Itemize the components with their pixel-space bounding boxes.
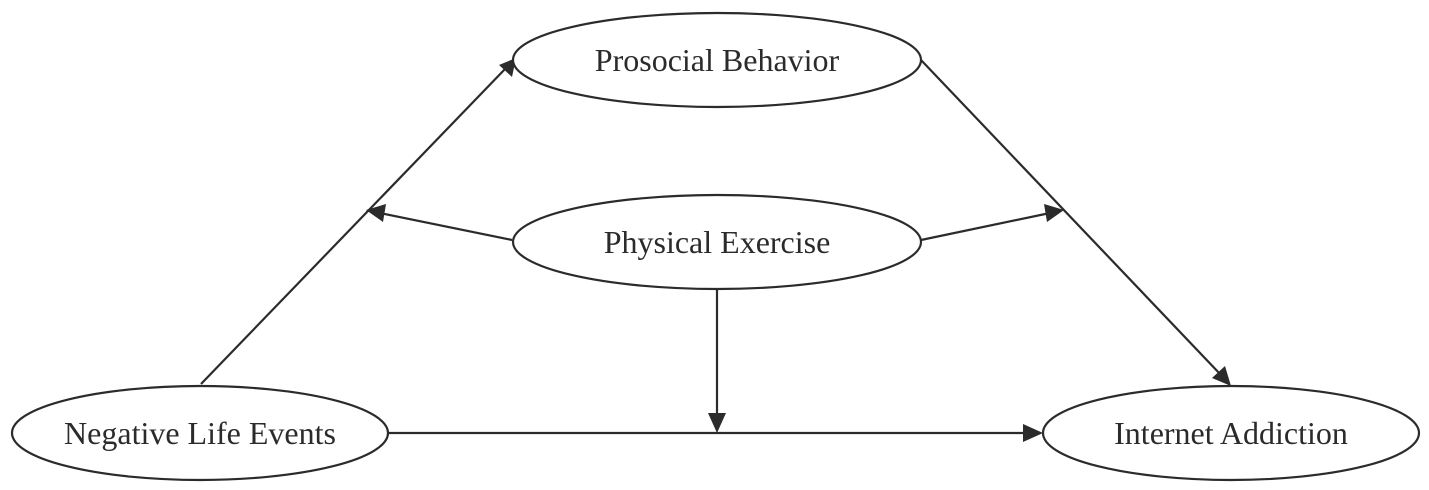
edge-exercise-to-left-path (379, 211, 513, 242)
node-negative-life-events-label: Negative Life Events (64, 415, 336, 451)
node-physical-exercise-label: Physical Exercise (604, 224, 831, 260)
arrowhead-exercise-down (708, 413, 726, 433)
node-negative-life-events: Negative Life Events (10, 384, 390, 482)
node-physical-exercise: Physical Exercise (511, 193, 923, 291)
node-internet-addiction-label: Internet Addiction (1114, 415, 1348, 451)
node-internet-addiction-ellipse (1041, 384, 1421, 482)
node-physical-exercise-ellipse (511, 193, 923, 291)
edge-exercise-to-right-path (920, 211, 1051, 242)
node-internet-addiction: Internet Addiction (1041, 384, 1421, 482)
arrowhead-to-prosocial (499, 58, 516, 77)
node-negative-life-events-ellipse (10, 384, 390, 482)
edge-prosocial-to-internet (920, 59, 1222, 376)
node-prosocial-behavior-ellipse (511, 11, 923, 109)
node-prosocial-behavior: Prosocial Behavior (511, 11, 923, 109)
arrowhead-exercise-left (366, 204, 386, 222)
arrowhead-to-internet-from-prosocial (1212, 366, 1231, 386)
arrowhead-to-internet-from-negative (1023, 424, 1043, 442)
node-prosocial-behavior-label: Prosocial Behavior (595, 42, 840, 78)
arrowhead-exercise-right (1044, 204, 1064, 222)
edge-negative-to-prosocial (200, 67, 507, 385)
